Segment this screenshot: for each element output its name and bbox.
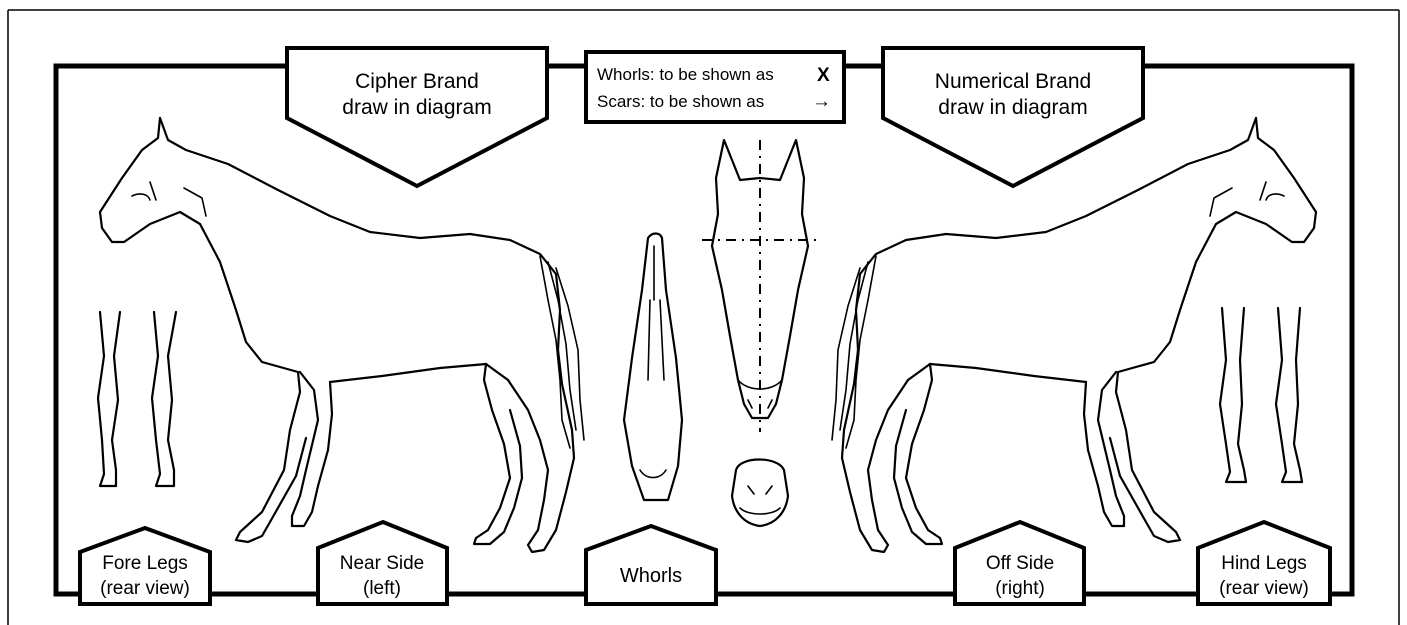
whorls-head-front-drawing	[702, 140, 818, 432]
numerical-brand-banner: Numerical Brand draw in diagram	[883, 48, 1143, 186]
hind-legs-rear-view-drawing	[1220, 308, 1302, 482]
off-side-horse-drawing	[832, 118, 1316, 552]
numerical-brand-line2: draw in diagram	[938, 96, 1087, 119]
tab-hind-legs: Hind Legs (rear view)	[1198, 522, 1330, 604]
tab-off-side: Off Side (right)	[955, 522, 1084, 604]
whorls-muzzle-drawing	[732, 460, 788, 527]
tab-near-side: Near Side (left)	[318, 522, 447, 604]
tab-near-side-line2: (left)	[363, 578, 401, 599]
tab-hind-legs-line1: Hind Legs	[1221, 553, 1307, 574]
legend-scars-symbol: →	[812, 91, 831, 112]
legend-whorls-symbol: X	[817, 65, 830, 86]
tab-hind-legs-line2: (rear view)	[1219, 578, 1309, 599]
tab-fore-legs-line2: (rear view)	[100, 578, 190, 599]
cipher-brand-line1: Cipher Brand	[355, 70, 479, 93]
tab-whorls-line1: Whorls	[620, 565, 682, 587]
tab-fore-legs: Fore Legs (rear view)	[80, 528, 210, 604]
tab-near-side-line1: Near Side	[340, 553, 425, 574]
cipher-brand-line2: draw in diagram	[342, 96, 491, 119]
tab-fore-legs-line1: Fore Legs	[102, 553, 188, 574]
numerical-brand-line1: Numerical Brand	[935, 70, 1091, 93]
whorls-neck-front-drawing	[624, 234, 682, 501]
tab-off-side-line1: Off Side	[986, 553, 1054, 574]
legend-scars-text: Scars: to be shown as	[597, 92, 764, 111]
tab-off-side-line2: (right)	[995, 578, 1045, 599]
legend-box: Whorls: to be shown as X Scars: to be sh…	[586, 52, 844, 122]
tab-whorls: Whorls	[586, 526, 716, 604]
cipher-brand-banner: Cipher Brand draw in diagram	[287, 48, 547, 186]
fore-legs-rear-view-drawing	[98, 312, 176, 486]
legend-whorls-text: Whorls: to be shown as	[597, 65, 774, 84]
